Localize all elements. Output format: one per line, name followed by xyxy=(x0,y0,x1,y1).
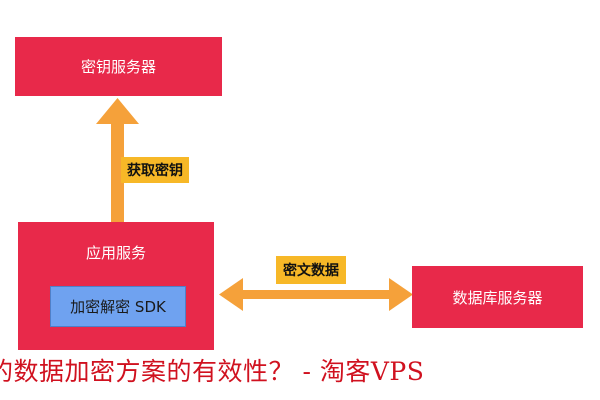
get-key-arrow xyxy=(96,98,139,222)
key-server-label: 密钥服务器 xyxy=(80,58,156,76)
cipher-data-arrow-shaft xyxy=(238,290,394,299)
sdk-box: 加密解密 SDK xyxy=(50,286,186,327)
app-service-label: 应用服务 xyxy=(85,244,146,262)
cipher-data-tag: 密文数据 xyxy=(276,256,346,284)
overlay-caption-text: 的数据加密方案的有效性？ - 淘客VPS xyxy=(0,357,425,386)
cipher-data-label: 密文数据 xyxy=(283,263,339,279)
sdk-label: 加密解密 SDK xyxy=(70,298,166,316)
get-key-label: 获取密钥 xyxy=(127,163,183,179)
get-key-arrow-shaft xyxy=(111,120,124,222)
overlay-caption: 的数据加密方案的有效性？ - 淘客VPS xyxy=(0,350,600,390)
get-key-arrow-head xyxy=(96,98,139,124)
db-server-label: 数据库服务器 xyxy=(452,288,543,307)
cipher-data-arrow-head-left xyxy=(219,278,243,311)
cipher-data-arrow-head-right xyxy=(389,278,413,311)
db-server-box: 数据库服务器 xyxy=(412,266,583,328)
cipher-data-arrow xyxy=(219,278,413,311)
get-key-tag: 获取密钥 xyxy=(121,157,189,183)
key-server-box: 密钥服务器 xyxy=(15,37,222,96)
